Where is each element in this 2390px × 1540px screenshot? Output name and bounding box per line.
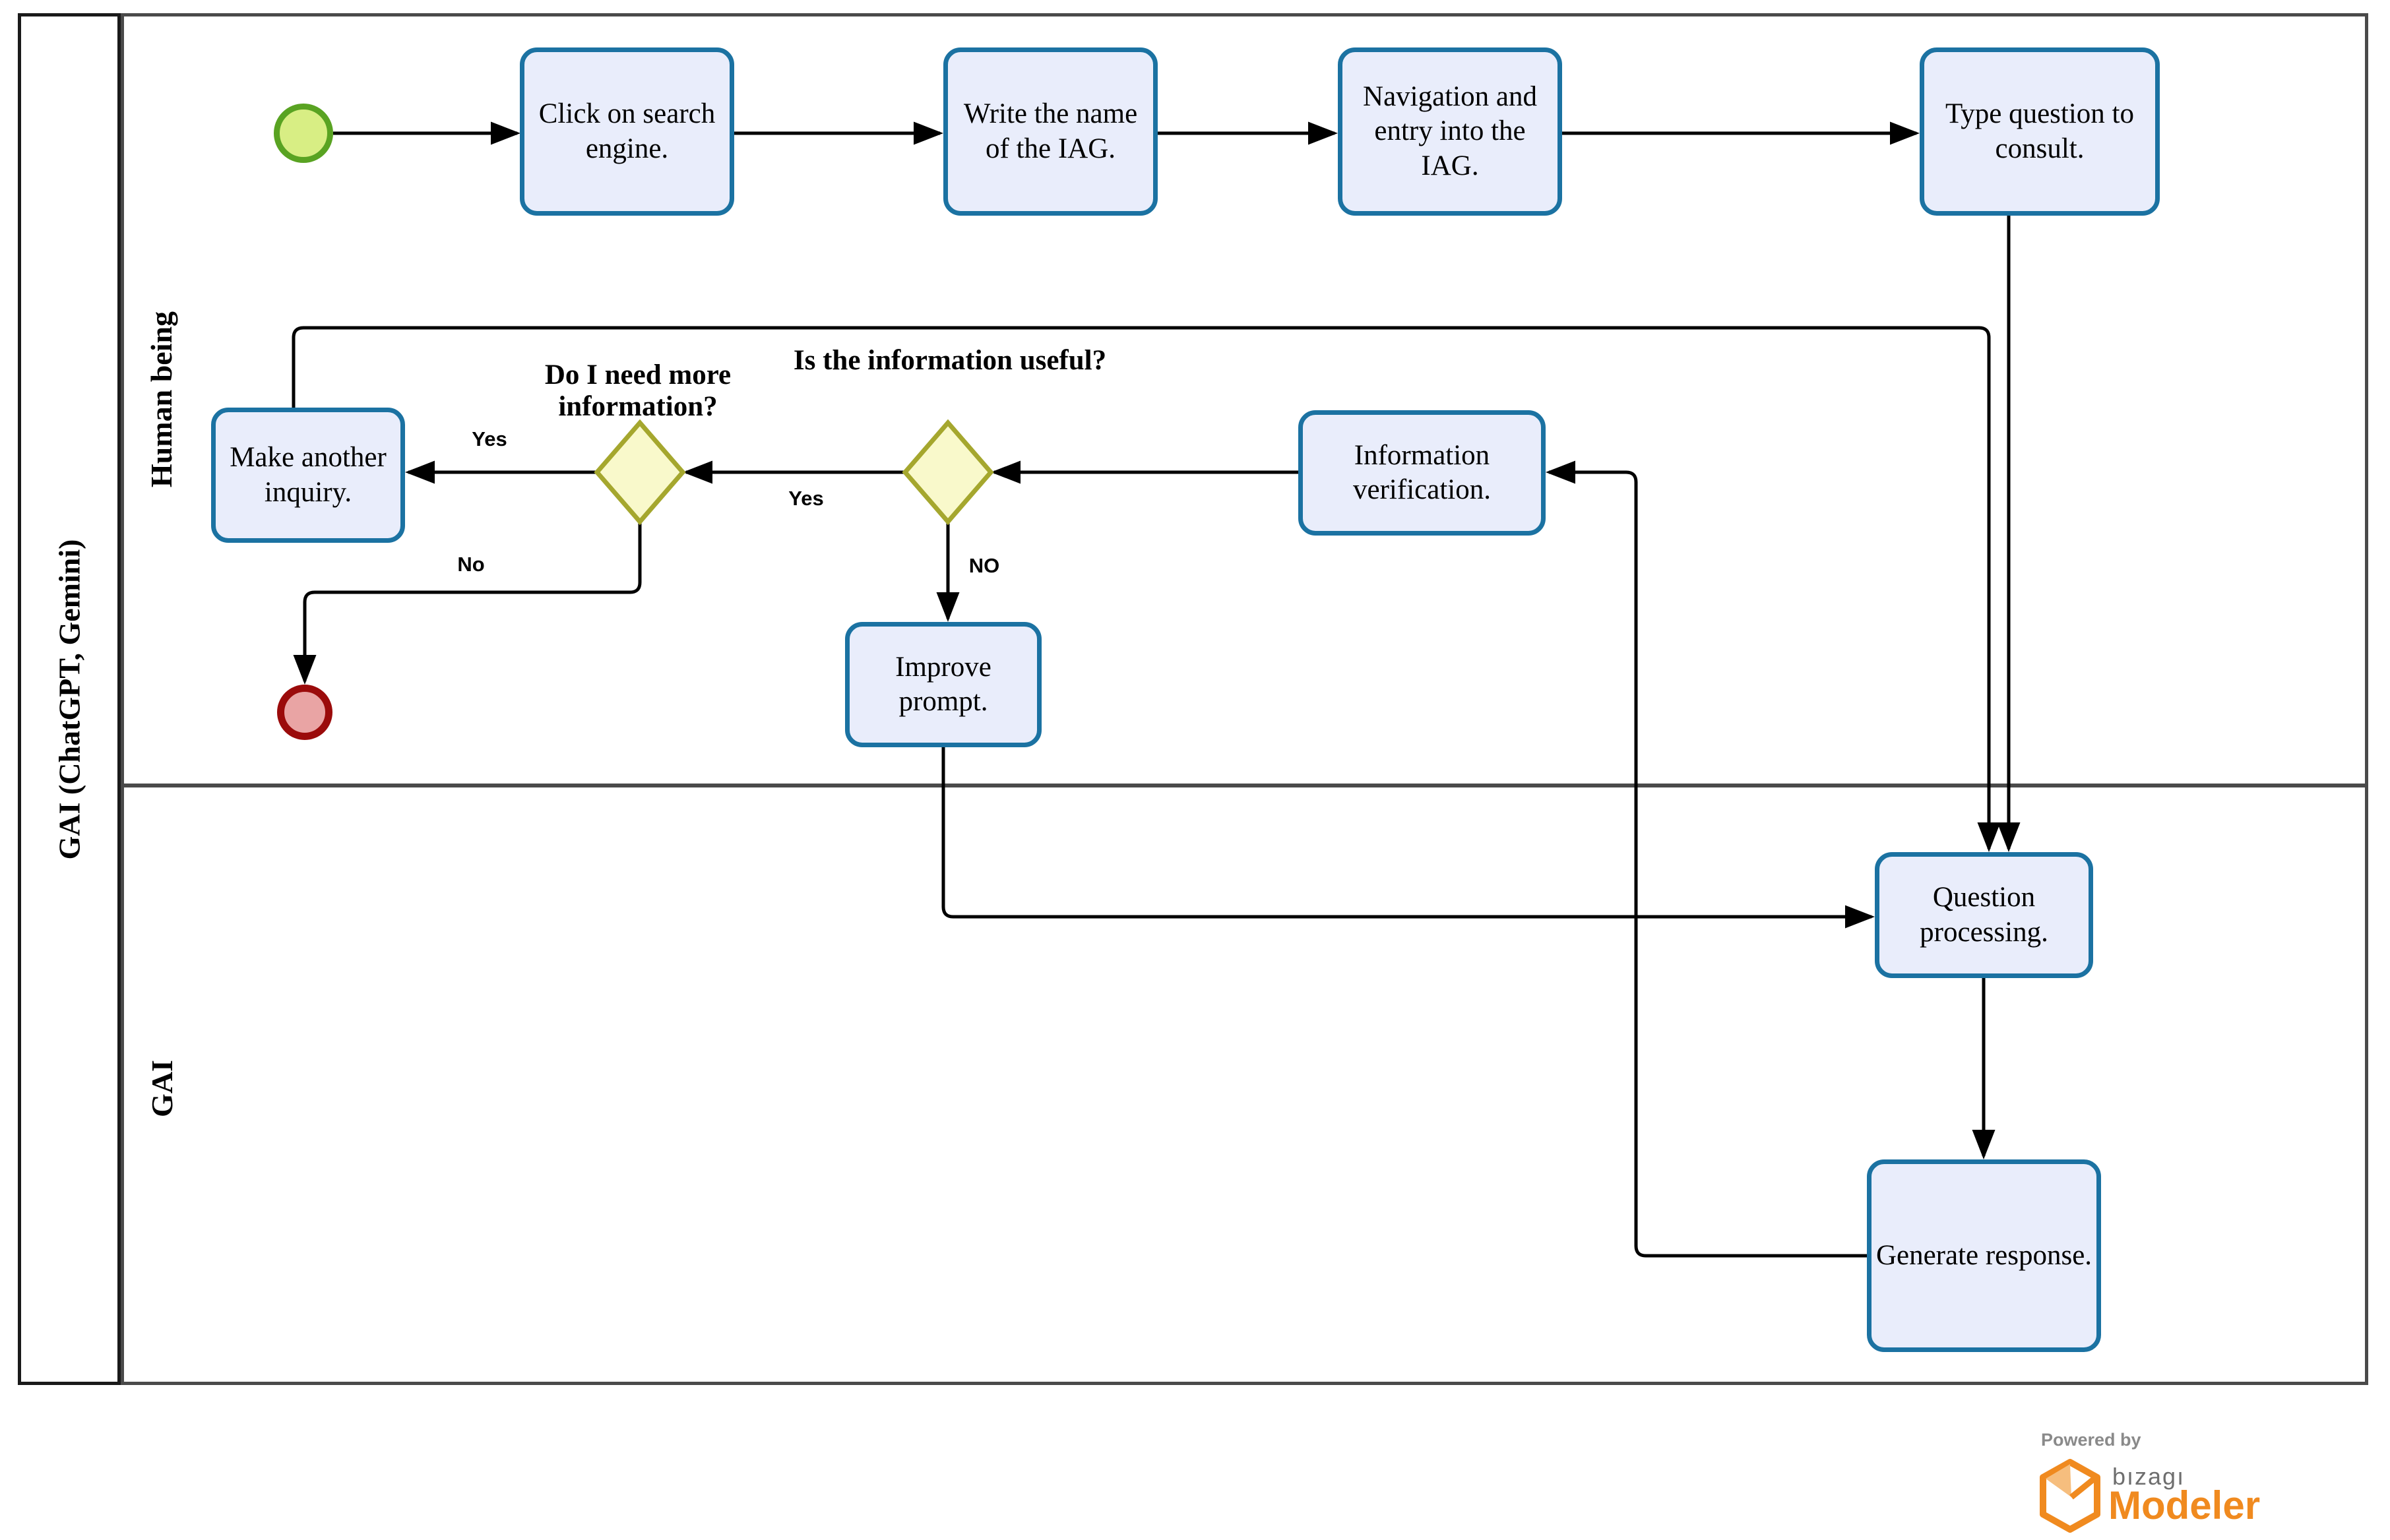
task-label: Improve prompt.: [895, 651, 991, 717]
task-information-verification[interactable]: Information verification.: [1298, 410, 1546, 536]
gateway-info-useful[interactable]: [902, 419, 994, 526]
task-navigation-entry-iag[interactable]: Navigation and entry into the IAG.: [1338, 47, 1562, 216]
task-type-question[interactable]: Type question to consult.: [1920, 47, 2160, 216]
task-click-search-engine[interactable]: Click on search engine.: [520, 47, 734, 216]
bizagi-brand-name: bızagı: [2112, 1463, 2186, 1490]
flow-make-inquiry-to-question-processing[interactable]: [292, 326, 2001, 852]
bizagi-product-name: Modeler: [2108, 1483, 2261, 1527]
lane-region: [121, 13, 2368, 1385]
task-label: Information verification.: [1353, 439, 1491, 505]
end-event[interactable]: [277, 685, 332, 740]
task-label: Generate response.: [1875, 1239, 2092, 1271]
flow-label-useful-yes: Yes: [788, 487, 824, 510]
task-improve-prompt[interactable]: Improve prompt.: [845, 622, 1042, 747]
flow-label-need-more-no: No: [457, 553, 485, 576]
task-label: Question processing.: [1920, 882, 2048, 948]
task-write-name-iag[interactable]: Write the name of the IAG.: [943, 47, 1158, 216]
bizagi-modeler-branding[interactable]: Powered by bızagı Modeler: [2038, 1430, 2355, 1535]
gateway-need-more-info[interactable]: [594, 419, 686, 526]
start-event[interactable]: [274, 104, 333, 163]
flow-label-need-more-yes: Yes: [472, 427, 507, 450]
task-label: Write the name of the IAG.: [963, 98, 1138, 164]
flow-need-more-no-to-end[interactable]: [293, 522, 642, 685]
task-make-another-inquiry[interactable]: Make another inquiry.: [211, 408, 405, 543]
bizagi-logo-icon: [2040, 1459, 2100, 1533]
powered-by-text: Powered by: [2041, 1430, 2141, 1450]
task-question-processing[interactable]: Question processing.: [1875, 852, 2093, 978]
flow-generate-to-verification[interactable]: [1546, 460, 1867, 1258]
task-generate-response[interactable]: Generate response.: [1867, 1159, 2101, 1352]
flow-label-useful-no: NO: [968, 554, 1000, 577]
gateway-question-info-useful: Is the information useful?: [793, 345, 1107, 376]
gateway-question-need-more-info: Do I need more information?: [544, 359, 732, 423]
pool-header: GAI (ChatGPT, Gemini): [18, 13, 121, 1385]
flow-improve-to-question-processing[interactable]: [941, 747, 1875, 929]
lane-divider: [121, 784, 2368, 787]
task-label: Click on search engine.: [538, 98, 716, 164]
task-label: Make another inquiry.: [230, 442, 387, 508]
task-label: Type question to consult.: [1945, 98, 2134, 164]
task-label: Navigation and entry into the IAG.: [1363, 80, 1537, 181]
